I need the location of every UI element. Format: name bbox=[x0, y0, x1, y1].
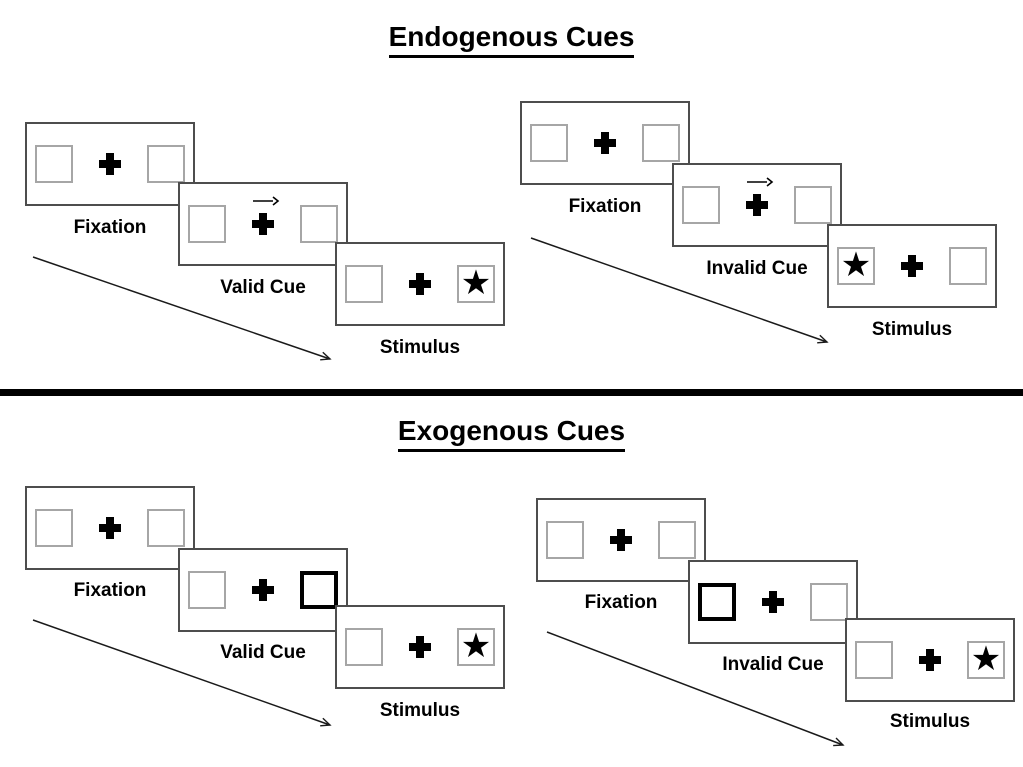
panel-endo-invalid-stimulus: ★ bbox=[827, 224, 997, 308]
plus-icon bbox=[409, 273, 431, 295]
section-divider bbox=[0, 389, 1023, 396]
star-icon: ★ bbox=[460, 625, 492, 666]
section-title-endogenous: Endogenous Cues bbox=[0, 21, 1023, 58]
panel-exo-valid-cue bbox=[178, 548, 348, 632]
diagonal-arrow-icon bbox=[32, 256, 332, 361]
right-box: ★ bbox=[457, 265, 495, 303]
left-box bbox=[188, 571, 226, 609]
label-exo-invalid-stimulus: Stimulus bbox=[889, 711, 971, 732]
plus-icon bbox=[252, 213, 274, 235]
right-box bbox=[300, 205, 338, 243]
label-endo-invalid-stimulus: Stimulus bbox=[871, 319, 953, 340]
section-title-text: Exogenous Cues bbox=[397, 415, 626, 452]
diagonal-arrow-icon bbox=[546, 631, 845, 747]
right-arrow-icon bbox=[747, 177, 774, 187]
right-box bbox=[794, 186, 832, 224]
label-exo-valid-cue: Valid Cue bbox=[220, 642, 306, 663]
plus-icon bbox=[919, 649, 941, 671]
panel-endo-valid-stimulus: ★ bbox=[335, 242, 505, 326]
diagonal-arrow-icon bbox=[530, 237, 829, 344]
left-box bbox=[345, 265, 383, 303]
right-box bbox=[810, 583, 848, 621]
panel-exo-invalid-cue bbox=[688, 560, 858, 644]
plus-icon bbox=[746, 194, 768, 216]
star-icon: ★ bbox=[460, 262, 492, 303]
right-arrow-icon bbox=[253, 196, 280, 206]
left-box-highlight-cue bbox=[698, 583, 736, 621]
right-box-highlight-cue bbox=[300, 571, 338, 609]
left-box bbox=[188, 205, 226, 243]
label-exo-invalid-cue: Invalid Cue bbox=[722, 654, 824, 675]
left-box bbox=[35, 509, 73, 547]
panel-exo-invalid-fixation bbox=[536, 498, 706, 582]
right-box: ★ bbox=[457, 628, 495, 666]
plus-icon bbox=[409, 636, 431, 658]
label-endo-invalid-fixation: Fixation bbox=[568, 196, 642, 217]
plus-icon bbox=[594, 132, 616, 154]
plus-icon bbox=[901, 255, 923, 277]
plus-icon bbox=[610, 529, 632, 551]
diagonal-arrow-icon bbox=[32, 619, 332, 727]
label-exo-invalid-fixation: Fixation bbox=[584, 592, 658, 613]
right-box: ★ bbox=[967, 641, 1005, 679]
plus-icon bbox=[252, 579, 274, 601]
panel-exo-valid-fixation bbox=[25, 486, 195, 570]
left-box bbox=[530, 124, 568, 162]
label-endo-invalid-cue: Invalid Cue bbox=[706, 258, 808, 279]
plus-icon bbox=[762, 591, 784, 613]
star-icon: ★ bbox=[840, 244, 872, 285]
left-box bbox=[345, 628, 383, 666]
right-box bbox=[147, 145, 185, 183]
left-box bbox=[682, 186, 720, 224]
plus-icon bbox=[99, 517, 121, 539]
left-box: ★ bbox=[837, 247, 875, 285]
panel-endo-valid-fixation bbox=[25, 122, 195, 206]
left-box bbox=[855, 641, 893, 679]
left-box bbox=[546, 521, 584, 559]
right-box bbox=[642, 124, 680, 162]
label-endo-valid-fixation: Fixation bbox=[73, 217, 147, 238]
star-icon: ★ bbox=[970, 638, 1002, 679]
panel-endo-valid-cue bbox=[178, 182, 348, 266]
plus-icon bbox=[99, 153, 121, 175]
panel-endo-invalid-cue bbox=[672, 163, 842, 247]
label-endo-valid-stimulus: Stimulus bbox=[379, 337, 461, 358]
right-box bbox=[949, 247, 987, 285]
right-box bbox=[147, 509, 185, 547]
section-title-text: Endogenous Cues bbox=[388, 21, 635, 58]
label-exo-valid-fixation: Fixation bbox=[73, 580, 147, 601]
label-exo-valid-stimulus: Stimulus bbox=[379, 700, 461, 721]
panel-exo-valid-stimulus: ★ bbox=[335, 605, 505, 689]
section-title-exogenous: Exogenous Cues bbox=[0, 415, 1023, 452]
panel-exo-invalid-stimulus: ★ bbox=[845, 618, 1015, 702]
panel-endo-invalid-fixation bbox=[520, 101, 690, 185]
left-box bbox=[35, 145, 73, 183]
label-endo-valid-cue: Valid Cue bbox=[220, 277, 306, 298]
right-box bbox=[658, 521, 696, 559]
